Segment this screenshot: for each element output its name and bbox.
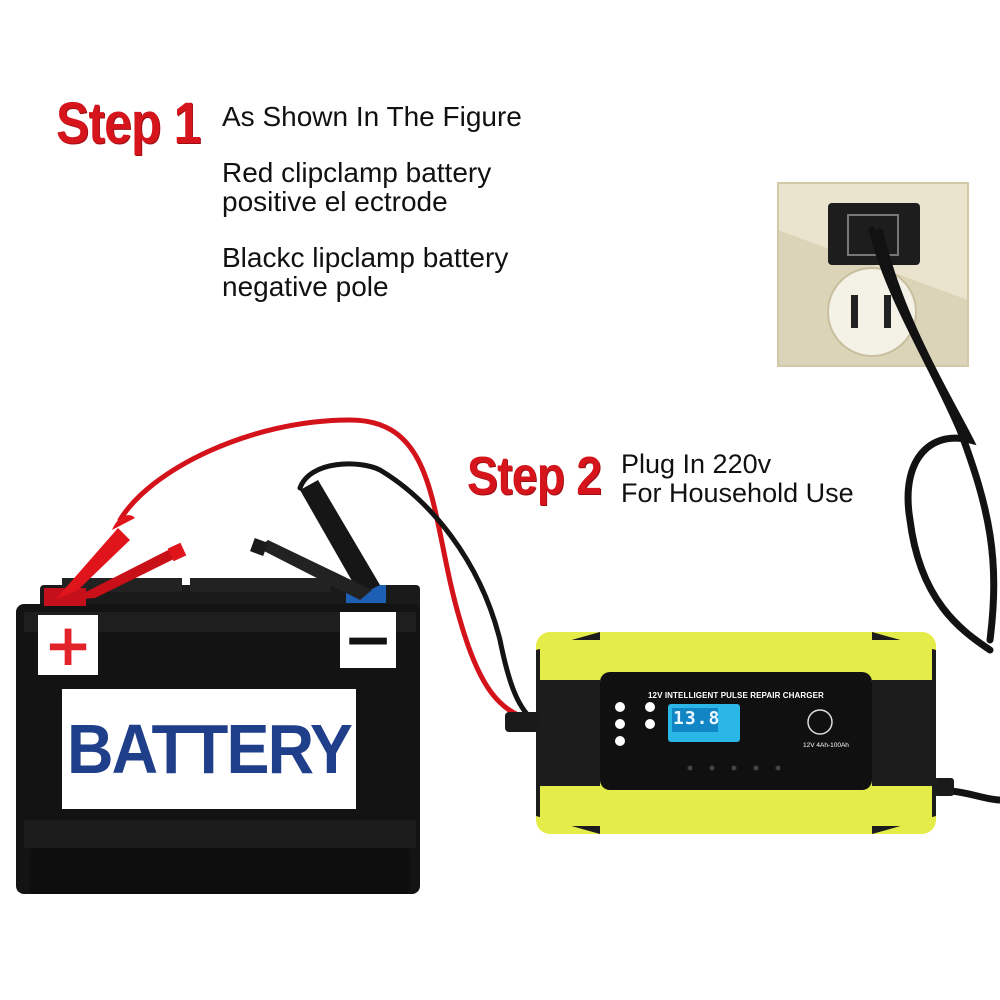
charger-spec: 12V 4Ah-100Ah	[803, 742, 849, 749]
black-cable	[297, 461, 538, 725]
instruction-line: For Household Use	[621, 478, 854, 508]
battery-label: BATTERY	[66, 710, 353, 788]
step1-instruction-1: As Shown In The Figure	[222, 102, 522, 131]
charger-device	[536, 632, 936, 834]
charger-plug-icon	[505, 712, 954, 796]
instruction-line: As Shown In The Figure	[222, 101, 522, 132]
negative-terminal-label: −	[342, 605, 394, 675]
red-clamp-icon	[55, 515, 187, 600]
step1-heading: Step 1	[56, 91, 201, 156]
instruction-line: Red clipclamp battery	[222, 157, 492, 188]
charger-title: 12V INTELLIGENT PULSE REPAIR CHARGER	[648, 691, 824, 700]
wall-outlet-icon	[777, 182, 969, 367]
red-cable	[117, 417, 533, 723]
step2-instruction: Plug In 220v For Household Use	[621, 450, 854, 508]
black-clamp-icon	[250, 480, 380, 600]
instruction-line: Blackc lipclamp battery	[222, 242, 509, 273]
step1-instruction-3: Blackc lipclamp battery negative pole	[222, 243, 508, 301]
charger-lcd-reading: 13.8	[673, 708, 721, 729]
positive-terminal-label: +	[43, 611, 93, 679]
step1-instruction-2: Red clipclamp battery positive el ectrod…	[222, 158, 491, 216]
instruction-line: Plug In 220v	[621, 449, 772, 479]
instruction-line: negative pole	[222, 271, 389, 302]
step2-heading: Step 2	[467, 446, 602, 506]
instruction-line: positive el ectrode	[222, 186, 448, 217]
battery-illustration	[16, 578, 420, 894]
